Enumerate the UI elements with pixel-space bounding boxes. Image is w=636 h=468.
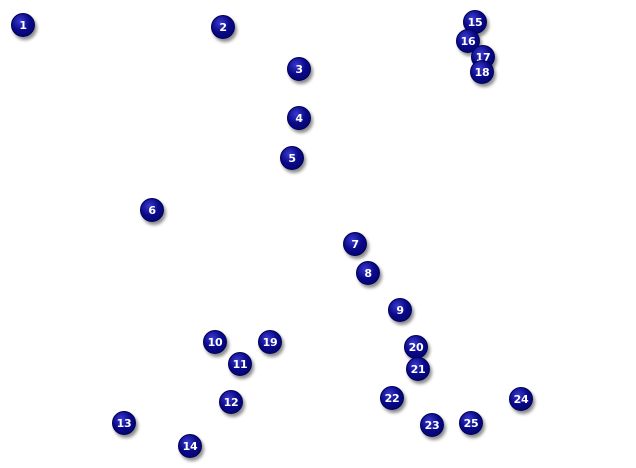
marker-label: 22 [384,391,400,405]
marker-label: 19 [262,335,278,349]
marker-24[interactable]: 24 [509,387,533,411]
marker-label: 20 [408,340,424,354]
marker-22[interactable]: 22 [380,386,404,410]
marker-label: 21 [410,362,426,376]
marker-label: 12 [223,395,239,409]
marker-label: 15 [467,15,483,29]
marker-label: 6 [148,203,156,217]
marker-12[interactable]: 12 [219,390,243,414]
marker-label: 23 [424,418,440,432]
marker-label: 17 [475,50,491,64]
marker-label: 25 [463,416,479,430]
marker-label: 11 [232,357,248,371]
marker-14[interactable]: 14 [178,434,202,458]
marker-9[interactable]: 9 [388,298,412,322]
marker-label: 3 [295,62,303,76]
marker-25[interactable]: 25 [459,411,483,435]
marker-label: 2 [219,20,227,34]
marker-18[interactable]: 18 [470,60,494,84]
marker-label: 4 [295,111,303,125]
marker-4[interactable]: 4 [287,106,311,130]
marker-label: 14 [182,439,198,453]
marker-23[interactable]: 23 [420,413,444,437]
marker-label: 24 [513,392,529,406]
marker-label: 18 [474,65,490,79]
marker-1[interactable]: 1 [11,13,35,37]
marker-16[interactable]: 16 [456,29,480,53]
marker-label: 13 [116,416,132,430]
marker-10[interactable]: 10 [203,330,227,354]
marker-3[interactable]: 3 [287,57,311,81]
marker-label: 8 [364,266,372,280]
marker-19[interactable]: 19 [258,330,282,354]
marker-label: 5 [288,151,296,165]
marker-5[interactable]: 5 [280,146,304,170]
marker-6[interactable]: 6 [140,198,164,222]
marker-label: 10 [207,335,223,349]
marker-8[interactable]: 8 [356,261,380,285]
marker-7[interactable]: 7 [343,232,367,256]
marker-13[interactable]: 13 [112,411,136,435]
marker-20[interactable]: 20 [404,335,428,359]
marker-21[interactable]: 21 [406,357,430,381]
marker-label: 1 [19,18,27,32]
marker-label: 7 [351,237,359,251]
marker-11[interactable]: 11 [228,352,252,376]
marker-2[interactable]: 2 [211,15,235,39]
marker-label: 9 [396,303,404,317]
marker-label: 16 [460,34,476,48]
